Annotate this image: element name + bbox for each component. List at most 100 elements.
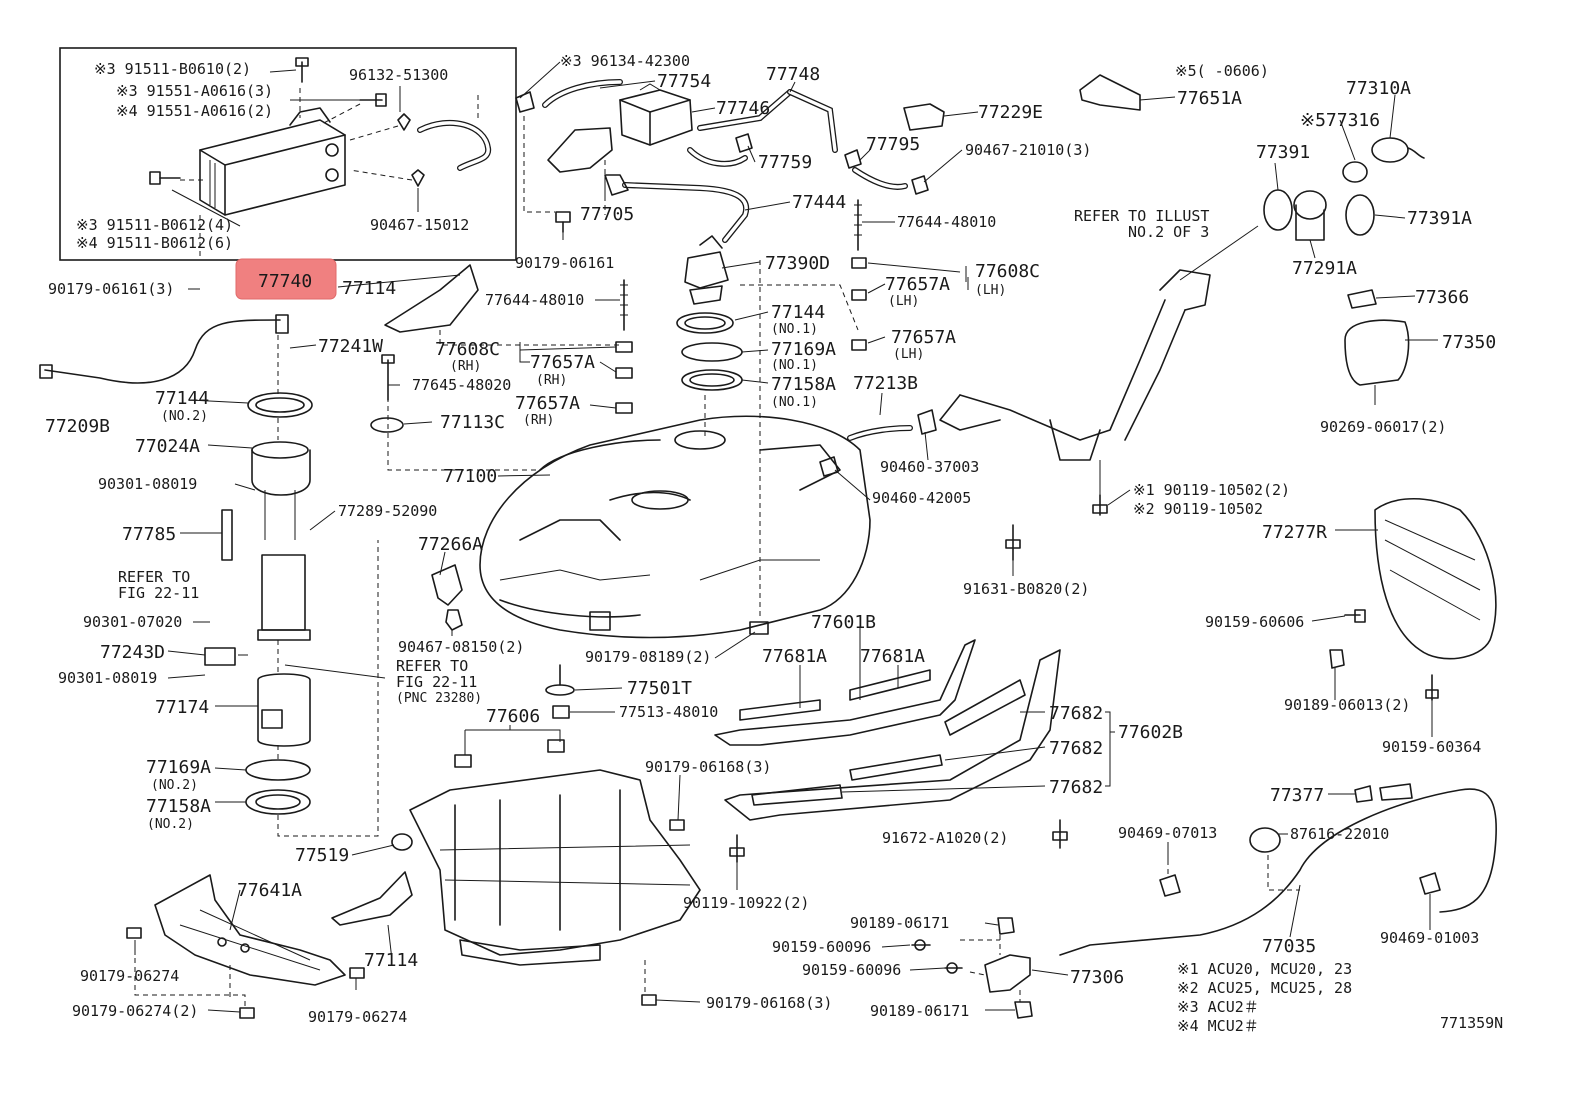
callout-77100[interactable]: 77100 [443, 466, 497, 487]
callout-no1-a[interactable]: (NO.1) [771, 322, 818, 337]
callout-77601b[interactable]: 77601B [811, 612, 876, 633]
callout-77602b[interactable]: 77602B [1118, 722, 1183, 743]
callout-rh-2[interactable]: (RH) [536, 373, 567, 388]
callout-77795[interactable]: 77795 [866, 134, 920, 155]
callout-77114-bot[interactable]: 77114 [364, 950, 418, 971]
callout-77114-top[interactable]: 77114 [342, 278, 396, 299]
callout-no2-a[interactable]: (NO.2) [161, 409, 208, 424]
callout-77277r[interactable]: 77277R [1262, 522, 1327, 543]
callout-77682-1[interactable]: 77682 [1049, 703, 1103, 724]
callout-77657a-lh2[interactable]: 77657A [891, 327, 956, 348]
callout-77754[interactable]: 77754 [657, 71, 711, 92]
callout-90179-06161[interactable]: 90179-06161 [515, 254, 614, 272]
highlighted-part-label[interactable]: 77740 [258, 271, 312, 292]
callout-refer-illust-line2[interactable]: NO.2 OF 3 [1128, 223, 1209, 241]
callout-rh-3[interactable]: (RH) [523, 413, 554, 428]
callout-90460-37003[interactable]: 90460-37003 [880, 458, 979, 476]
callout-77144-no1[interactable]: 77144 [771, 302, 825, 323]
callout-90179-06274-2[interactable]: 90179-06274(2) [72, 1002, 198, 1020]
callout-no2-b[interactable]: (NO.2) [151, 778, 198, 793]
callout-refer-fig-line1[interactable]: REFER TO [118, 568, 190, 586]
callout-77682-3[interactable]: 77682 [1049, 777, 1103, 798]
callout-87616-22010[interactable]: 87616-22010 [1290, 825, 1389, 843]
callout-90119-10502[interactable]: ※2 90119-10502 [1133, 500, 1263, 518]
charcoal-canister[interactable] [199, 107, 346, 216]
callout-77377[interactable]: 77377 [1270, 785, 1324, 806]
callout-90467-15012[interactable]: 90467-15012 [370, 216, 469, 234]
callout-77243d[interactable]: 77243D [100, 642, 165, 663]
callout-77241w[interactable]: 77241W [318, 336, 383, 357]
callout-77174[interactable]: 77174 [155, 697, 209, 718]
callout-77644-48010-b[interactable]: 77644-48010 [485, 291, 584, 309]
callout-77169a-no1[interactable]: 77169A [771, 339, 836, 360]
callout-90189-06171-a[interactable]: 90189-06171 [850, 914, 949, 932]
callout-77144-no2[interactable]: 77144 [155, 388, 209, 409]
callout-90179-06274-b[interactable]: 90179-06274 [308, 1008, 407, 1026]
callout-refer-fig-line2[interactable]: FIG 22-11 [118, 584, 199, 602]
callout-77229e[interactable]: 77229E [978, 102, 1043, 123]
callout-77035[interactable]: 77035 [1262, 936, 1316, 957]
callout-90301-08019-a[interactable]: 90301-08019 [98, 475, 197, 493]
callout-77519[interactable]: 77519 [295, 845, 349, 866]
callout-77651a[interactable]: 77651A [1177, 88, 1242, 109]
callout-77391a[interactable]: 77391A [1407, 208, 1472, 229]
callout-90269-06017[interactable]: 90269-06017(2) [1320, 418, 1446, 436]
callout-77657a-rh2[interactable]: 77657A [515, 393, 580, 414]
callout-77316[interactable]: ※577316 [1300, 110, 1380, 131]
callout-77390d[interactable]: 77390D [765, 253, 830, 274]
callout-90179-06168-a[interactable]: 90179-06168(3) [645, 758, 771, 776]
callout-77391[interactable]: 77391 [1256, 142, 1310, 163]
callout-77209b[interactable]: 77209B [45, 416, 110, 437]
callout-90159-60096-a[interactable]: 90159-60096 [772, 938, 871, 956]
callout-77746[interactable]: 77746 [716, 98, 770, 119]
callout-96132-51300[interactable]: 96132-51300 [349, 66, 448, 84]
callout-77306[interactable]: 77306 [1070, 967, 1124, 988]
callout-77645-48020[interactable]: 77645-48020 [412, 376, 511, 394]
callout-77759[interactable]: 77759 [758, 152, 812, 173]
callout-77657a-lh1[interactable]: 77657A [885, 274, 950, 295]
fuel-tank-77100[interactable] [479, 415, 871, 639]
callout-91551-a0616-2[interactable]: ※4 91551-A0616(2) [116, 102, 273, 120]
callout-96134-42300[interactable]: ※3 96134-42300 [560, 52, 690, 70]
callout-rh-1[interactable]: (RH) [450, 359, 481, 374]
callout-77213b[interactable]: 77213B [853, 373, 918, 394]
callout-no1-c[interactable]: (NO.1) [771, 395, 818, 410]
callout-77608c-lh[interactable]: 77608C [975, 261, 1040, 282]
callout-90179-06168-b[interactable]: 90179-06168(3) [706, 994, 832, 1012]
callout-77169a-no2[interactable]: 77169A [146, 757, 211, 778]
charcoal-canister-77746[interactable] [619, 83, 693, 146]
callout-77644-48010-a[interactable]: 77644-48010 [897, 213, 996, 231]
callout-77748[interactable]: 77748 [766, 64, 820, 85]
callout-90189-06013[interactable]: 90189-06013(2) [1284, 696, 1410, 714]
callout-90467-08150[interactable]: 90467-08150(2) [398, 638, 524, 656]
callout-90189-06171-b[interactable]: 90189-06171 [870, 1002, 969, 1020]
callout-91511-b0610[interactable]: ※3 91511-B0610(2) [94, 60, 251, 78]
callout-91631-b0820[interactable]: 91631-B0820(2) [963, 580, 1089, 598]
callout-77444[interactable]: 77444 [792, 192, 846, 213]
callout-no2-c[interactable]: (NO.2) [147, 817, 194, 832]
callout-90119-10502-2[interactable]: ※1 90119-10502(2) [1133, 481, 1290, 499]
callout-77366[interactable]: 77366 [1415, 287, 1469, 308]
callout-91551-a0616-3[interactable]: ※3 91551-A0616(3) [116, 82, 273, 100]
fuel-door-77350[interactable] [1344, 319, 1410, 386]
callout-no1-b[interactable]: (NO.1) [771, 358, 818, 373]
callout-77681a-2[interactable]: 77681A [860, 646, 925, 667]
callout-77785[interactable]: 77785 [122, 524, 176, 545]
callout-77705[interactable]: 77705 [580, 204, 634, 225]
callout-77310a[interactable]: 77310A [1346, 78, 1411, 99]
callout-90179-08189[interactable]: 90179-08189(2) [585, 648, 711, 666]
callout-90460-42005[interactable]: 90460-42005 [872, 489, 971, 507]
callout-77641a[interactable]: 77641A [237, 880, 302, 901]
callout-77024a[interactable]: 77024A [135, 436, 200, 457]
callout-77266a[interactable]: 77266A [418, 534, 483, 555]
callout-91511-b0612-6[interactable]: ※4 91511-B0612(6) [76, 234, 233, 252]
fuel-pump-77024a[interactable] [251, 441, 311, 540]
callout-77289-52090[interactable]: 77289-52090 [338, 502, 437, 520]
callout-note5[interactable]: ※5( -0606) [1175, 62, 1269, 80]
callout-91672-a1020[interactable]: 91672-A1020(2) [882, 829, 1008, 847]
callout-refer-fig2-line2[interactable]: FIG 22-11 [396, 673, 477, 691]
callout-77113c[interactable]: 77113C [440, 412, 505, 433]
callout-lh-3[interactable]: (LH) [893, 347, 924, 362]
callout-90179-06161-3[interactable]: 90179-06161(3) [48, 280, 174, 298]
callout-90119-10922[interactable]: 90119-10922(2) [683, 894, 809, 912]
